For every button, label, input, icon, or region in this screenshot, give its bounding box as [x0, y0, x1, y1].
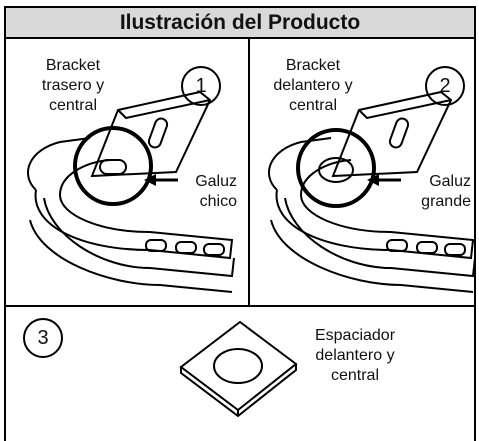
panel-3-number: 3	[23, 318, 63, 358]
panel-1-label-line: central	[48, 97, 98, 114]
page-title: Ilustración del Producto	[119, 11, 361, 34]
panel-3-label-line: Espaciador	[314, 327, 396, 344]
panel-2-label-line: central	[288, 97, 338, 114]
panel-2-label-line: Bracket	[285, 57, 341, 74]
panel-1-label-line: Bracket	[45, 57, 101, 74]
panel-2-label: Bracket delantero y central	[258, 56, 368, 116]
header-bar: Ilustración del Producto	[6, 8, 474, 39]
panel-1-label-line: trasero y	[41, 77, 105, 94]
panel-3-label-line: central	[330, 367, 380, 384]
panel-3-label: Espaciador delantero y central	[300, 326, 410, 386]
panel-1-callout: Galuz chico	[167, 172, 237, 212]
panel-2-label-line: delantero y	[273, 77, 353, 94]
illustration-frame: Ilustración del Producto	[4, 6, 476, 441]
panel-2-number: 2	[425, 66, 465, 106]
panel-1-number: 1	[181, 66, 221, 106]
panel-2-callout-line: Galuz	[429, 173, 471, 190]
panel-divider-vertical	[248, 39, 250, 307]
panel-1-callout-line: Galuz	[195, 173, 237, 190]
panel-1-callout-line: chico	[199, 193, 237, 210]
panel-divider-horizontal	[6, 305, 474, 307]
panel-2-callout-line: grande	[421, 193, 471, 210]
panel-3-label-line: delantero y	[315, 347, 395, 364]
panel-2-callout: Galuz grande	[399, 172, 471, 212]
panel-1-label: Bracket trasero y central	[18, 56, 128, 116]
